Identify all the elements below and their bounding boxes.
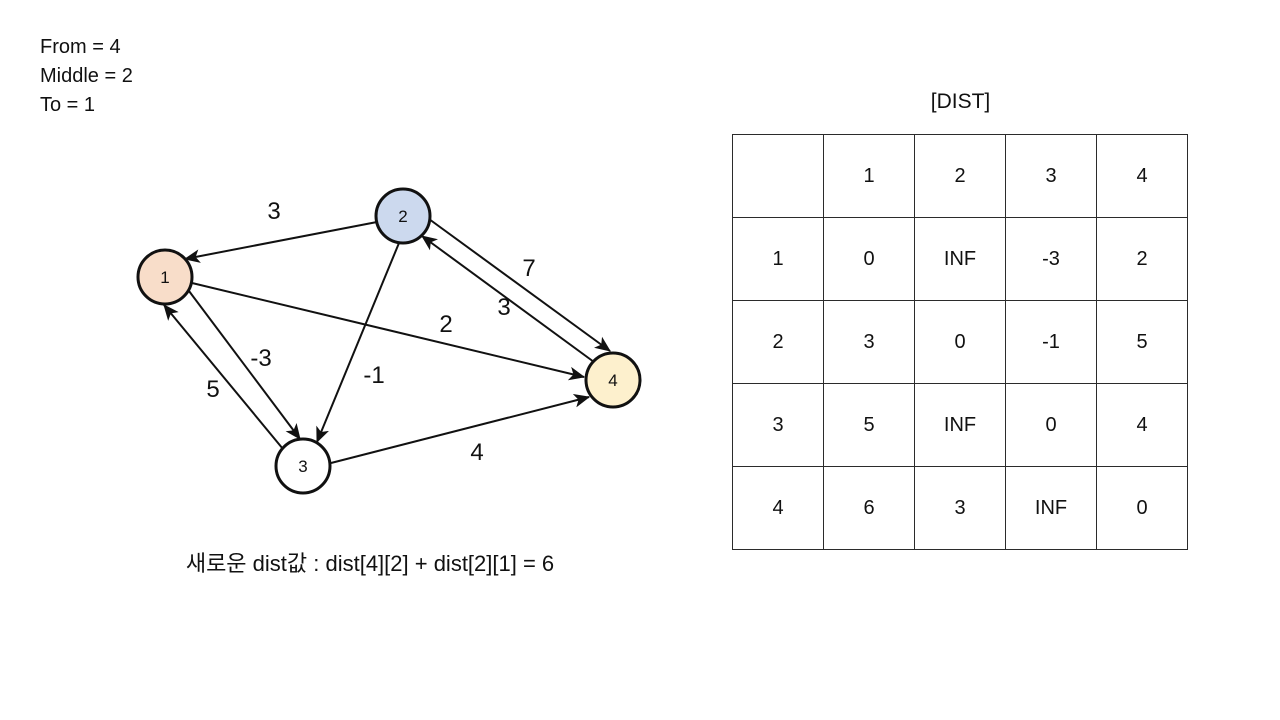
col-header-4: 4 bbox=[1096, 134, 1188, 218]
edge-4-2 bbox=[421, 235, 595, 363]
cell-4-4: 0 bbox=[1096, 466, 1188, 550]
cell-2-1: 3 bbox=[823, 300, 915, 384]
dist-row-4: 4 6 3 INF 0 bbox=[732, 466, 1188, 550]
dist-table-title: [DIST] bbox=[930, 90, 991, 113]
edge-weight-1-3: -3 bbox=[250, 345, 271, 372]
edge-1-3 bbox=[188, 290, 301, 440]
dist-table-section: [DIST] 1 2 3 4 1 0 INF -3 2 2 3 0 -1 5 3… bbox=[732, 90, 1189, 550]
cell-4-1-highlighted: 6 bbox=[823, 466, 915, 550]
cell-1-1: 0 bbox=[823, 217, 915, 301]
graph-node-3 bbox=[274, 437, 332, 495]
edge-weight-3-4: 4 bbox=[470, 439, 483, 466]
param-middle: Middle = 2 bbox=[40, 65, 133, 87]
col-header-2: 2 bbox=[914, 134, 1006, 218]
graph-node-label-2: 2 bbox=[398, 207, 407, 226]
edge-weight-4-2: 3 bbox=[497, 294, 510, 321]
graph-node-2 bbox=[374, 187, 432, 245]
graph-node-4 bbox=[584, 351, 642, 409]
dist-row-2: 2 3 0 -1 5 bbox=[732, 300, 1188, 384]
row-header-4: 4 bbox=[732, 466, 824, 550]
cell-3-2: INF bbox=[914, 383, 1006, 467]
cell-3-1: 5 bbox=[823, 383, 915, 467]
param-from: From = 4 bbox=[40, 36, 121, 58]
edge-2-1 bbox=[183, 221, 378, 263]
cell-2-2: 0 bbox=[914, 300, 1006, 384]
edge-2-3 bbox=[316, 242, 400, 444]
cell-2-3: -1 bbox=[1005, 300, 1097, 384]
cell-3-4: 4 bbox=[1096, 383, 1188, 467]
dist-table: 1 2 3 4 1 0 INF -3 2 2 3 0 -1 5 3 5 INF … bbox=[732, 134, 1188, 550]
cell-2-4: 5 bbox=[1096, 300, 1188, 384]
dist-row-1: 1 0 INF -3 2 bbox=[732, 217, 1188, 301]
edge-2-4 bbox=[428, 218, 611, 352]
row-header-2: 2 bbox=[732, 300, 824, 384]
graph-node-label-4: 4 bbox=[608, 371, 617, 390]
graph-node-label-3: 3 bbox=[298, 457, 307, 476]
new-dist-caption: 새로운 dist값 : dist[4][2] + dist[2][1] = 6 bbox=[185, 551, 555, 576]
cell-1-4: 2 bbox=[1096, 217, 1188, 301]
cell-4-3: INF bbox=[1005, 466, 1097, 550]
edge-3-4 bbox=[330, 394, 591, 464]
edge-weight-2-4: 7 bbox=[522, 255, 535, 282]
parameters-block: From = 4 Middle = 2 To = 1 bbox=[40, 33, 133, 120]
cell-1-3: -3 bbox=[1005, 217, 1097, 301]
edge-3-1 bbox=[163, 304, 284, 450]
col-header-1: 1 bbox=[823, 134, 915, 218]
row-header-1: 1 bbox=[732, 217, 824, 301]
edge-weight-2-3: -1 bbox=[363, 362, 384, 389]
param-to: To = 1 bbox=[40, 94, 96, 116]
dist-header-row: 1 2 3 4 bbox=[732, 134, 1188, 218]
dist-row-3: 3 5 INF 0 4 bbox=[732, 383, 1188, 467]
corner-cell bbox=[732, 134, 824, 218]
cell-4-2: 3 bbox=[914, 466, 1006, 550]
edge-weight-2-1: 3 bbox=[267, 198, 280, 225]
edge-weight-3-1: 5 bbox=[206, 376, 219, 403]
col-header-3: 3 bbox=[1005, 134, 1097, 218]
graph-node-label-1: 1 bbox=[160, 268, 169, 287]
edge-1-4 bbox=[191, 282, 586, 381]
graph-node-1 bbox=[136, 248, 194, 306]
edge-weight-1-4: 2 bbox=[439, 311, 452, 338]
graph-nodes: 1 2 3 4 bbox=[136, 187, 642, 495]
row-header-3: 3 bbox=[732, 383, 824, 467]
cell-1-2: INF bbox=[914, 217, 1006, 301]
cell-3-3: 0 bbox=[1005, 383, 1097, 467]
